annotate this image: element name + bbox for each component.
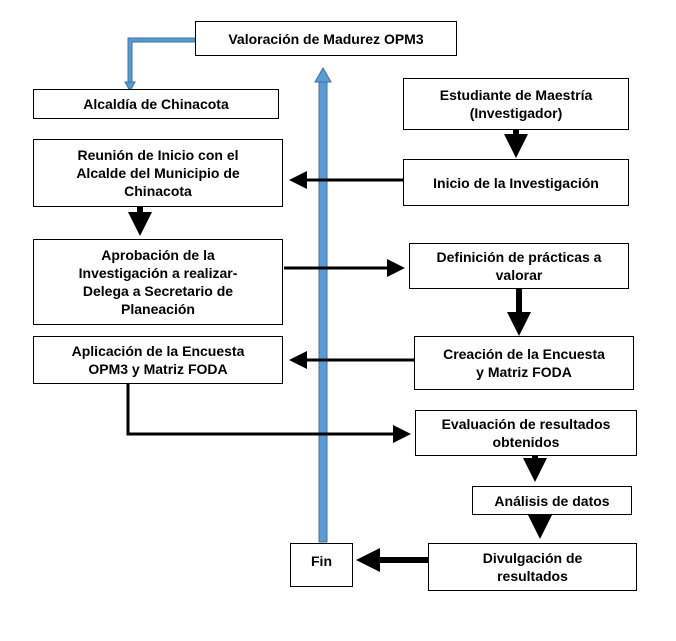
node-alcaldia: Alcaldía de Chinacota — [33, 89, 279, 119]
node-definicion-practicas: Definición de prácticas a valorar — [409, 243, 629, 289]
node-creacion-encuesta: Creación de la Encuesta y Matriz FODA — [414, 336, 634, 390]
node-valoracion-madurez: Valoración de Madurez OPM3 — [195, 21, 457, 56]
node-inicio-investigacion: Inicio de la Investigación — [403, 159, 629, 206]
node-fin: Fin — [290, 543, 353, 587]
node-divulgacion-resultados: Divulgación de resultados — [428, 543, 637, 591]
node-reunion-inicio: Reunión de Inicio con el Alcalde del Mun… — [33, 139, 283, 207]
arrow-aplicacion-to-evaluacion — [126, 384, 411, 443]
timeline-arrow — [314, 66, 332, 543]
node-aprobacion-investigacion: Aprobación de la Investigación a realiza… — [33, 239, 283, 325]
node-aplicacion-encuesta: Aplicación de la Encuesta OPM3 y Matriz … — [33, 336, 283, 384]
valoracion-to-alcaldia-connector — [124, 37, 195, 93]
node-evaluacion-resultados: Evaluación de resultados obtenidos — [415, 410, 637, 456]
node-estudiante-maestria: Estudiante de Maestría (Investigador) — [403, 78, 629, 130]
node-analisis-datos: Análisis de datos — [472, 486, 632, 515]
